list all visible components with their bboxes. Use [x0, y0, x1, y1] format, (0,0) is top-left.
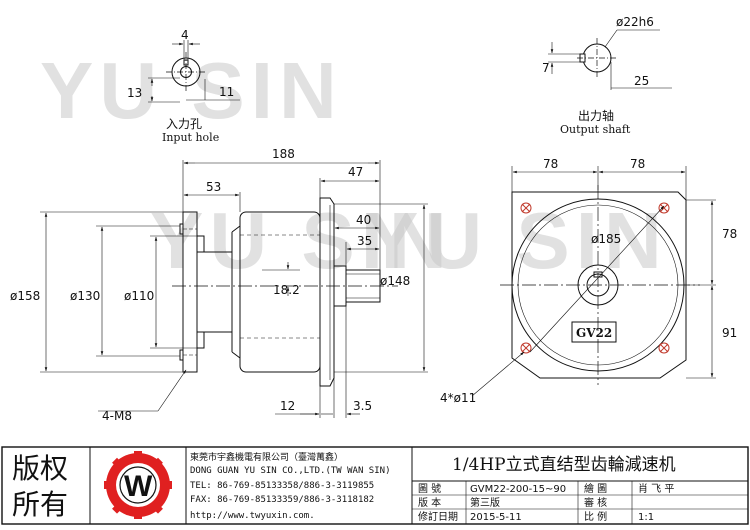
- output-dim-dia: ø22h6: [616, 15, 654, 29]
- front-view: [471, 185, 700, 397]
- dim-47: 47: [348, 165, 363, 179]
- company-fax: FAX: 86-769-85133359/886-3-3118182: [190, 495, 374, 505]
- logo-letter: W: [124, 470, 153, 503]
- dim-dia-110: ø110: [124, 289, 154, 303]
- row-label-version: 版 本: [418, 496, 441, 509]
- company-name-en: DONG GUAN YU SIN CO.,LTD.(TW WAN SIN): [190, 466, 390, 476]
- rights-line-1: 版权: [12, 452, 68, 485]
- rights-line-2: 所有: [12, 488, 68, 521]
- dim-dia-148: ø148: [380, 274, 410, 288]
- company-logo: W: [104, 451, 172, 519]
- dim-18-2: 18.2: [273, 283, 300, 297]
- row-value-scale: 1:1: [638, 512, 654, 523]
- dim-188: 188: [272, 147, 295, 161]
- callout-4-m8: 4-M8: [102, 409, 132, 423]
- company-tel: TEL: 86-769-85133358/886-3-3119855: [190, 481, 374, 491]
- row-label-drawing-no: 圖 號: [418, 482, 441, 495]
- output-shaft-label-en: Output shaft: [560, 123, 631, 136]
- callout-4-dia-11: 4*ø11: [440, 391, 476, 405]
- nameplate: GV22: [571, 321, 617, 343]
- row-value-drawing-no: GVM22-200-15~90: [470, 484, 566, 495]
- company-url: http://www.twyuxin.com.: [190, 511, 315, 521]
- front-dim-91: 91: [722, 326, 737, 340]
- dim-dia-130: ø130: [70, 289, 100, 303]
- product-title: 1/4HP立式直结型齿輪減速机: [452, 455, 676, 475]
- output-shaft-label-cn: 出力轴: [578, 108, 614, 123]
- company-name-cn: 東莞市宇鑫機電有限公司（臺灣萬鑫）: [190, 451, 343, 463]
- output-shaft-detail: [548, 29, 672, 90]
- input-hole-detail: [148, 40, 240, 103]
- front-dim-78-top: 78: [722, 227, 737, 241]
- output-dim-7: 7: [542, 61, 550, 75]
- watermark-3: YU SIN: [365, 196, 668, 285]
- dim-dia-158: ø158: [10, 289, 40, 303]
- row-label-revision-date: 修訂日期: [418, 510, 458, 523]
- dim-3-5: 3.5: [353, 399, 372, 413]
- row-label-scale: 比 例: [584, 510, 607, 523]
- input-hole-label-en: Input hole: [162, 131, 219, 144]
- input-dim-11: 11: [219, 85, 234, 99]
- output-dim-25: 25: [634, 74, 649, 88]
- row-value-drawn-by: 肖 飞 平: [638, 482, 674, 495]
- row-label-reviewed: 審 核: [584, 496, 607, 509]
- dim-12: 12: [280, 399, 295, 413]
- row-value-revision-date: 2015-5-11: [470, 512, 522, 523]
- row-value-version: 第三版: [470, 496, 500, 509]
- front-dim-dia-185: ø185: [591, 232, 621, 246]
- title-block: [1, 446, 749, 525]
- dim-40: 40: [356, 213, 371, 227]
- front-view-dims: [511, 166, 716, 379]
- front-dim-78-left: 78: [543, 157, 558, 171]
- side-view-dims: [40, 160, 428, 418]
- row-label-drawn-by: 繪 圖: [584, 482, 607, 495]
- input-dim-4: 4: [181, 28, 189, 42]
- input-dim-13: 13: [127, 86, 142, 100]
- front-dim-78-right: 78: [630, 157, 645, 171]
- dim-35: 35: [357, 234, 372, 248]
- input-hole-label-cn: 入力孔: [166, 117, 202, 131]
- dim-53: 53: [206, 180, 221, 194]
- nameplate-text: GV22: [576, 326, 612, 340]
